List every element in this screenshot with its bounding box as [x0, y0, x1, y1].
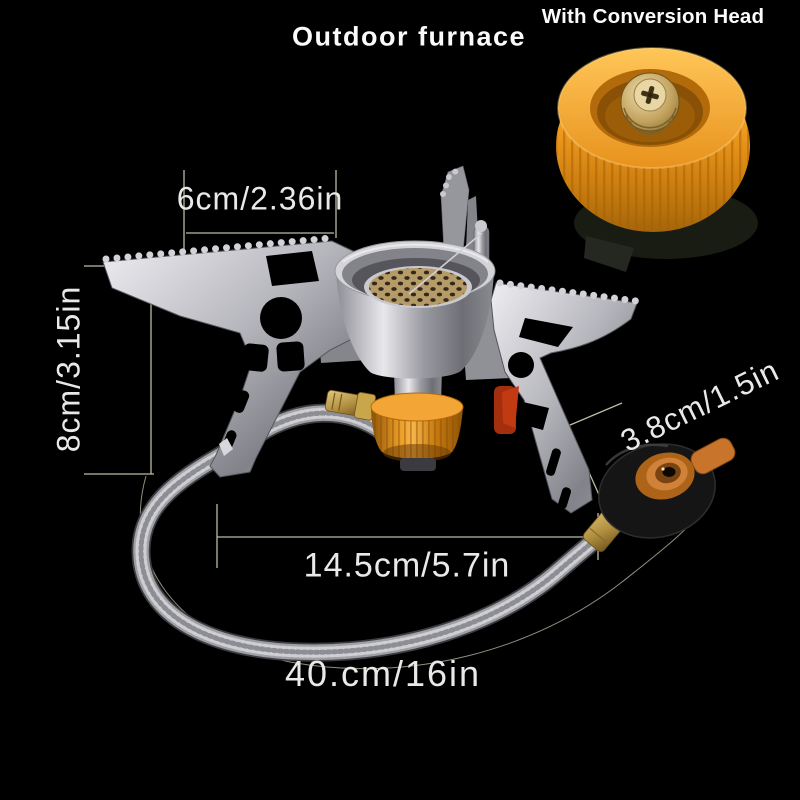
hose-length-guide-curve — [139, 475, 713, 670]
connector-tab — [690, 437, 736, 475]
product-title: Outdoor furnace — [291, 21, 527, 52]
right-arm-serration — [496, 279, 640, 305]
dimension-left-height: 8cm/3.15in — [50, 285, 87, 453]
igniter-window — [502, 386, 519, 428]
igniter-wire — [408, 232, 483, 295]
conversion-head-valve — [620, 72, 680, 135]
stove — [102, 165, 640, 514]
dimension-top-width: 6cm/2.36in — [176, 180, 344, 217]
right-support-arm — [490, 279, 640, 514]
hose-stove-fitting — [324, 389, 377, 421]
back-support-arm — [440, 165, 479, 253]
left-support-arm — [102, 234, 363, 478]
flame-control-collar[interactable] — [368, 392, 466, 465]
dimension-hose-length: 40.cm/16in — [284, 653, 482, 694]
dimension-inner-width: 14.5cm/5.7in — [303, 546, 511, 585]
valve-body — [368, 370, 466, 471]
left-arm-serration — [102, 234, 335, 263]
canister-connector — [598, 437, 736, 539]
conversion-head — [556, 47, 758, 272]
conversion-head-label: With Conversion Head — [541, 5, 765, 28]
